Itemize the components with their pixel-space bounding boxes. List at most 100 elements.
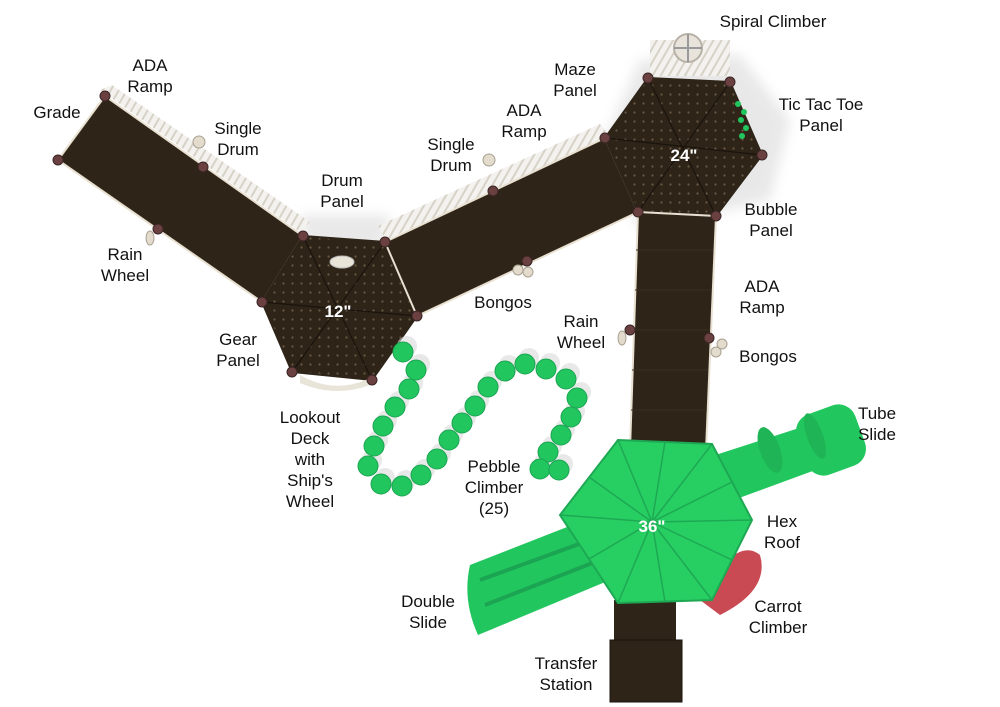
label-line: Deck xyxy=(290,429,330,448)
pebble xyxy=(494,360,516,382)
label-line: Roof xyxy=(764,533,800,552)
ada-ramp-1-label: ADA Ramp xyxy=(127,55,172,97)
label-line: Station xyxy=(539,675,593,694)
ada-ramp-vertical xyxy=(628,210,718,451)
label-line: Spiral Climber xyxy=(719,12,827,31)
label-line: Rain xyxy=(563,312,599,331)
label-line: Panel xyxy=(749,221,793,240)
pebble xyxy=(514,353,536,375)
pebble xyxy=(560,406,582,428)
pebble xyxy=(391,475,413,497)
label-line: Bongos xyxy=(739,347,797,366)
pebble xyxy=(464,395,486,417)
label-line: Maze xyxy=(554,60,596,79)
pebble xyxy=(370,473,392,495)
hex-roof-shape xyxy=(558,438,754,605)
pebble xyxy=(372,415,394,437)
label-line: with xyxy=(294,450,326,469)
label-line: Climber xyxy=(464,478,524,497)
pebble xyxy=(357,455,379,477)
pebble xyxy=(384,396,406,418)
double-slide-shape xyxy=(467,520,610,635)
tube-slide-shape xyxy=(700,404,867,505)
label-line: Transfer xyxy=(534,654,598,673)
label-line: Bongos xyxy=(474,293,532,312)
accessories xyxy=(145,135,728,358)
deck-12-size-label: 12" xyxy=(324,302,352,321)
pebble xyxy=(477,376,499,398)
grade-label: Grade xyxy=(33,102,80,123)
tic-tac-toe-panel-shape xyxy=(735,101,749,139)
pebble xyxy=(438,429,460,451)
label-line: Panel xyxy=(553,81,597,100)
pebble xyxy=(566,387,588,409)
label-line: ADA xyxy=(132,56,168,75)
label-line: Wheel xyxy=(285,492,335,511)
pebble xyxy=(529,458,551,480)
label-line: Gear xyxy=(219,330,257,349)
ada-ramp-2-label: ADA Ramp xyxy=(501,100,546,142)
label-line: Grade xyxy=(33,103,81,122)
label-line: Slide xyxy=(858,425,896,444)
label-line: Single xyxy=(427,135,475,154)
pebble xyxy=(537,441,559,463)
spiral-climber-label: Spiral Climber xyxy=(720,11,827,32)
label-line: Bubble xyxy=(744,200,798,219)
label-line: Carrot xyxy=(754,597,802,616)
pebble xyxy=(405,359,427,381)
pebble xyxy=(426,448,448,470)
spiral-climber-shape xyxy=(673,33,703,63)
label-line: Rain xyxy=(107,245,143,264)
carrot-climber-shape xyxy=(700,550,762,615)
label-line: Wheel xyxy=(556,333,606,352)
label-line: Hex xyxy=(766,512,798,531)
pebble xyxy=(548,459,570,481)
deck-36-size-label: 36" xyxy=(638,517,666,536)
bongos-2-label: Bongos xyxy=(739,346,797,367)
bongos-1-label: Bongos xyxy=(474,292,532,313)
label-line: Tic Tac Toe xyxy=(778,95,864,114)
pebble xyxy=(451,412,473,434)
label-line: Ramp xyxy=(127,77,173,96)
label-line: Wheel xyxy=(100,266,150,285)
label-line: Drum xyxy=(321,171,363,190)
pebble xyxy=(398,378,420,400)
label-line: Drum xyxy=(217,140,259,159)
label-line: Panel xyxy=(320,192,364,211)
label-line: (25) xyxy=(478,499,510,518)
label-line: Tube xyxy=(857,404,897,423)
label-line: ADA xyxy=(744,277,780,296)
pebble xyxy=(410,464,432,486)
label-line: Pebble xyxy=(467,457,521,476)
label-line: ADA xyxy=(506,101,542,120)
label-line: Slide xyxy=(409,613,447,632)
label-line: Panel xyxy=(799,116,843,135)
label-line: Ramp xyxy=(501,122,547,141)
label-line: Lookout xyxy=(279,408,341,427)
deck-24-size-label: 24" xyxy=(670,146,698,165)
label-line: Drum xyxy=(430,156,472,175)
pebble xyxy=(535,358,557,380)
pebble xyxy=(392,341,414,363)
label-line: Ship's xyxy=(287,471,333,490)
pebble xyxy=(363,435,385,457)
label-line: Double xyxy=(401,592,455,611)
pebble-climber-shape xyxy=(357,336,591,497)
label-line: Climber xyxy=(748,618,808,637)
